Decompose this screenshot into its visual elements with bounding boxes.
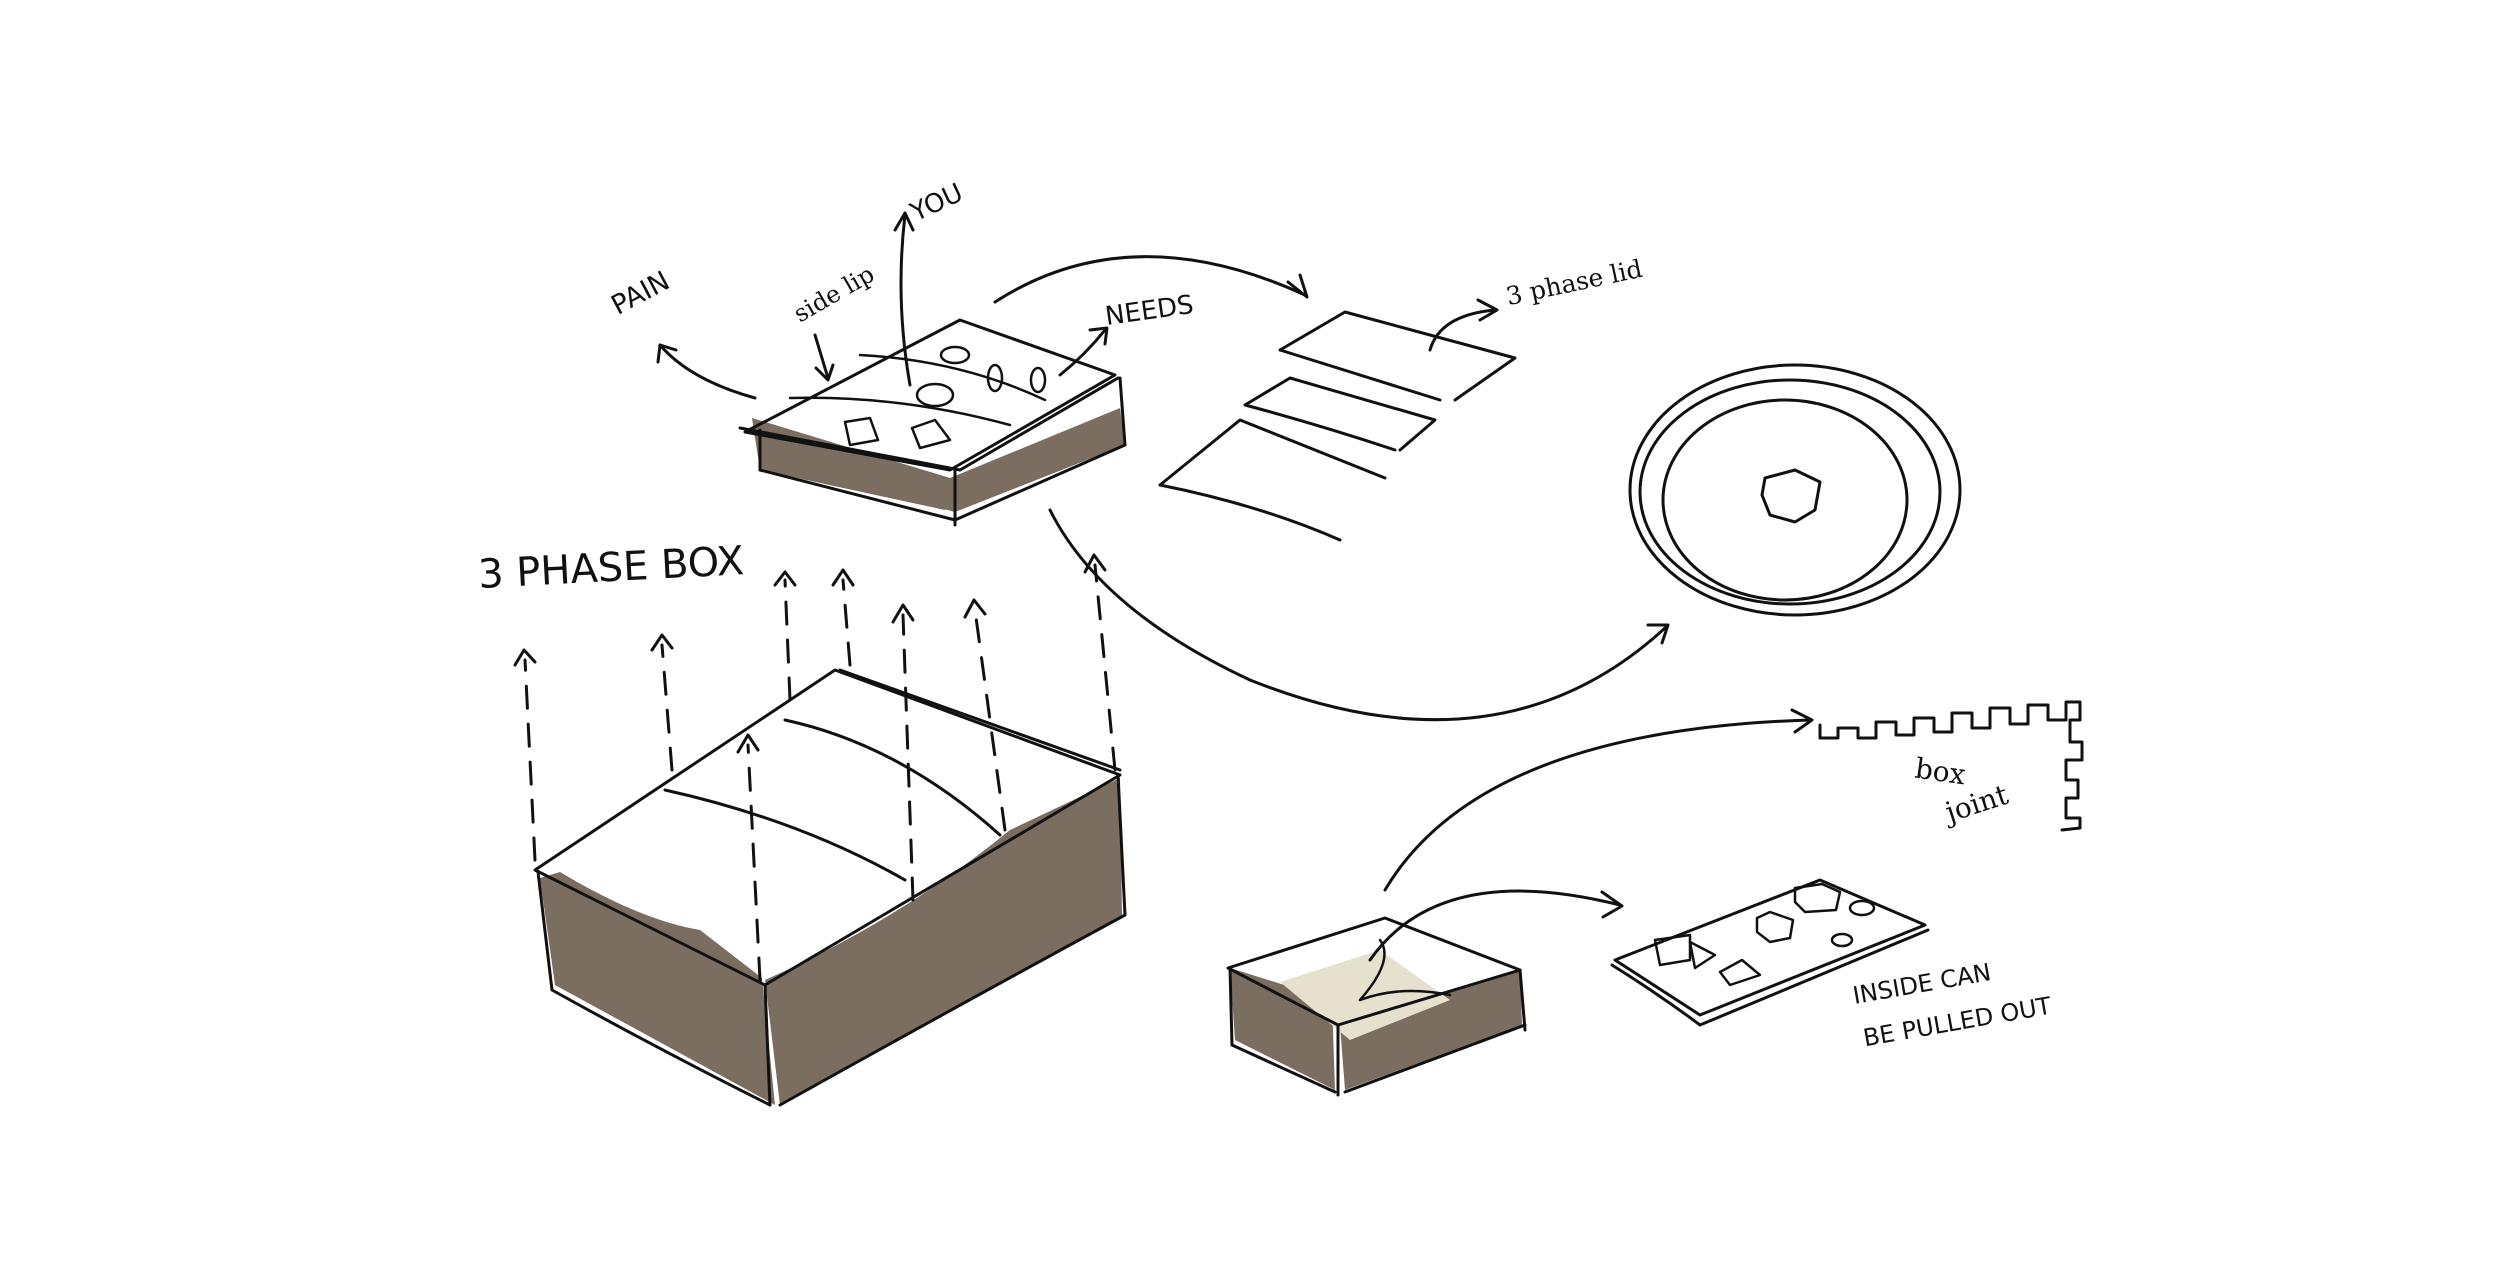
large-box-left-edge (536, 870, 554, 992)
small-box-bottom-right (1343, 1023, 1527, 1094)
small-tray-shape (1029, 366, 1047, 394)
insert-tray-bottom (1610, 928, 1930, 1027)
lift-arrow-head (773, 570, 797, 587)
insert-piece (1755, 910, 1795, 944)
small-box-right-side (1340, 970, 1522, 1090)
side-lip-arrow-head (814, 363, 835, 382)
small-tray-shape (915, 382, 955, 408)
insert-piece (1848, 899, 1876, 917)
large-box-right-edge (1116, 773, 1127, 917)
small-box (1226, 916, 1527, 1097)
three-phase-lid (1158, 310, 1517, 542)
insert-tray-outline (1613, 878, 1927, 1017)
box-to-insert-arrow (1368, 889, 1622, 962)
insert-piece (1688, 940, 1717, 970)
small-tray-divider-1 (788, 396, 1012, 427)
bowl-inner (1661, 398, 1909, 602)
insert-piece (1793, 882, 1842, 914)
small-tray-shape (843, 416, 880, 447)
needs-arrow-head (1088, 326, 1109, 346)
small-tray-shape (986, 363, 1004, 393)
lift-arrows (513, 553, 1117, 982)
lift-arrow-head (963, 598, 987, 619)
lid-label-arrow (1428, 308, 1497, 352)
small-tray-shape (910, 418, 952, 450)
large-box-front-bottom (550, 988, 772, 1107)
box-label: box (1913, 751, 1968, 792)
round-bowl (1628, 363, 1962, 617)
lift-arrow (783, 578, 792, 702)
large-box-front (540, 872, 775, 1105)
large-box-divider-2 (783, 718, 1002, 837)
small-box-right-edge (1518, 968, 1527, 1032)
bowl-center-piece (1760, 468, 1822, 524)
lift-arrow-head (891, 603, 915, 624)
lid-panel-2 (1243, 376, 1437, 452)
large-box-mid-edge (763, 983, 772, 1107)
box-joint-edge (1818, 700, 2084, 832)
tray-to-bowl-arrow (1048, 508, 1667, 722)
tray-to-lid-arrow (993, 255, 1307, 304)
large-box-right-bottom (778, 913, 1127, 1107)
large-box-divider-1 (663, 788, 907, 882)
bowl-middle (1638, 378, 1942, 606)
small-tray-rim (738, 376, 1120, 472)
lift-arrow (1093, 563, 1117, 772)
tray-to-lid-arrow-head (1286, 273, 1309, 299)
lift-arrow-head (513, 648, 537, 667)
lift-arrow (523, 658, 537, 862)
lid-panel-1 (1278, 310, 1517, 402)
pull-out-insert (1610, 878, 1930, 1027)
pain-arrow-head (656, 343, 678, 364)
lift-arrow (901, 613, 915, 902)
insert-piece (1653, 933, 1692, 967)
lid-label-arrow-head (1476, 298, 1499, 322)
lift-arrow (841, 578, 852, 667)
small-box-left-edge (1228, 966, 1234, 1047)
small-box-bottom-left (1230, 1043, 1337, 1094)
lift-arrow (973, 608, 1007, 832)
small-tray-divider-2 (858, 353, 1047, 402)
needs-arrow (1058, 328, 1107, 377)
side-lip-arrow (813, 333, 830, 380)
lid-panel-3 (1158, 418, 1387, 542)
tray-to-bowl-arrow-head (1646, 623, 1670, 645)
lift-arrow (746, 743, 762, 982)
lift-arrow-head (650, 633, 674, 652)
box-to-joint-arrow-head (1790, 708, 1814, 734)
you-arrow (899, 213, 912, 387)
large-box-top-line (838, 668, 1122, 772)
large-box-right (765, 778, 1122, 1105)
large-box-top (533, 668, 1122, 987)
you-arrow-head (893, 211, 915, 232)
box-to-joint-arrow (1383, 718, 1812, 892)
insert-piece (1718, 958, 1762, 987)
small-tray (738, 318, 1127, 527)
small-tray-shape (939, 345, 971, 365)
insert-piece (1830, 932, 1854, 948)
box-to-insert-arrow-head (1600, 890, 1624, 919)
small-tray-edge-right (1118, 376, 1127, 447)
bowl-outer (1628, 363, 1962, 617)
pain-arrow (658, 343, 757, 400)
lift-arrow-head (736, 733, 760, 754)
lift-arrow-head (831, 568, 855, 587)
lift-arrow (660, 643, 674, 772)
large-box (533, 668, 1127, 1107)
